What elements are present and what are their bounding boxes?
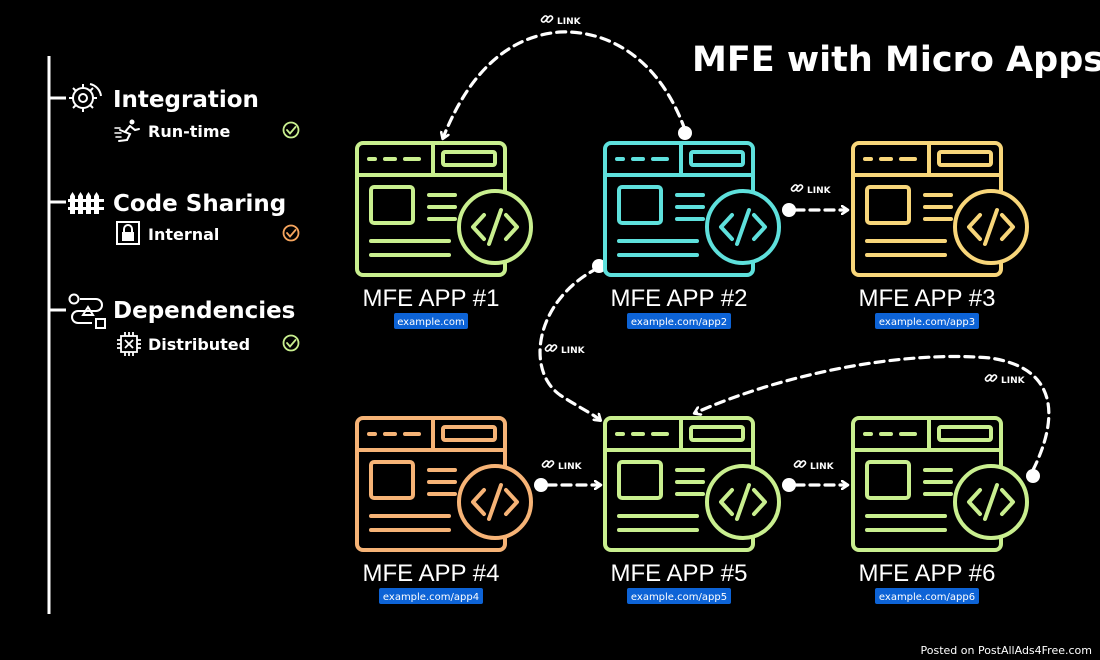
lock-icon [116, 221, 140, 245]
url-badge[interactable]: example.com/app2 [627, 313, 731, 329]
app-node: MFE APP #1 example.com [355, 141, 533, 329]
url-badge[interactable]: example.com/app4 [379, 588, 483, 604]
check-circle-icon [282, 224, 300, 242]
browser-window-icon [851, 416, 1003, 552]
link-label: LINK [793, 460, 835, 472]
page-title: MFE with Micro Apps [692, 40, 1100, 80]
footer-credit: Posted on PostAllAds4Free.com [920, 644, 1093, 657]
url-badge-bg [627, 313, 731, 329]
chain-link-icon [790, 184, 804, 192]
links [443, 30, 1051, 492]
app-nodes: MFE APP #1 example.com MFE APP #2 example.c… [355, 141, 1029, 604]
url-text: example.com/app5 [631, 592, 727, 603]
code-badge-icon [705, 464, 781, 540]
link-label-text: LINK [810, 462, 835, 472]
code-badge-icon [457, 464, 533, 540]
app-node: MFE APP #6 example.com/app6 [851, 416, 1029, 604]
link-label-text: LINK [1001, 376, 1026, 386]
url-badge-bg [875, 313, 979, 329]
section-sub-label: Internal [148, 225, 219, 244]
app-node: MFE APP #3 example.com/app3 [851, 141, 1029, 329]
url-badge-bg [379, 588, 483, 604]
check-circle-icon [282, 334, 300, 352]
url-badge[interactable]: example.com [394, 313, 468, 329]
section-sub-label: Distributed [148, 335, 250, 354]
sidebar-section-integration: Integration Run-time [69, 83, 300, 142]
shapes-flow-icon [68, 293, 106, 329]
section-sub-label: Run-time [148, 122, 231, 141]
sidebar-section-code-sharing: Code Sharing Internal [68, 191, 300, 245]
app-node: MFE APP #4 example.com/app4 [355, 416, 533, 604]
url-text: example.com [397, 317, 465, 328]
link-label-text: LINK [558, 462, 583, 472]
url-badge[interactable]: example.com/app3 [875, 313, 979, 329]
chain-link-icon [984, 374, 998, 382]
code-badge-icon [953, 189, 1029, 265]
url-badge-bg [627, 588, 731, 604]
link-app2-to-app5 [538, 259, 606, 420]
check-circle-icon [282, 121, 300, 139]
app-label: MFE APP #3 [859, 285, 996, 312]
chain-link-icon [540, 15, 554, 23]
app-node: MFE APP #5 example.com/app5 [603, 416, 781, 604]
url-text: example.com/app6 [879, 592, 975, 603]
link-app6-to-app5 [695, 354, 1051, 483]
link-label-text: LINK [561, 346, 586, 356]
link-app2-to-app3 [782, 203, 847, 217]
link-label-text: LINK [807, 186, 832, 196]
link-app4-to-app5 [534, 478, 600, 492]
sidebar-section-dependencies: Dependencies Distributed [68, 293, 300, 356]
chip-icon [117, 332, 141, 356]
section-heading: Integration [113, 87, 259, 113]
app-label: MFE APP #1 [363, 285, 500, 312]
url-text: example.com/app4 [383, 592, 479, 603]
gear-gauge-icon [69, 83, 102, 112]
chain-link-icon [544, 344, 558, 352]
url-badge-bg [394, 313, 468, 329]
browser-window-icon [603, 416, 755, 552]
link-app2-to-app1 [443, 30, 692, 140]
app-label: MFE APP #5 [611, 560, 748, 587]
link-label: LINK [544, 344, 586, 356]
app-label: MFE APP #4 [363, 560, 500, 587]
app-node: MFE APP #2 example.com/app2 [603, 141, 781, 329]
link-label-text: LINK [557, 17, 582, 27]
url-badge-bg [875, 588, 979, 604]
code-badge-icon [457, 189, 533, 265]
link-label: LINK [790, 184, 832, 196]
url-badge[interactable]: example.com/app5 [627, 588, 731, 604]
code-badge-icon [705, 189, 781, 265]
section-heading: Code Sharing [113, 191, 286, 217]
sidebar: Integration Run-time [47, 56, 300, 614]
url-badge[interactable]: example.com/app6 [875, 588, 979, 604]
link-app5-to-app6 [782, 478, 847, 492]
link-label: LINK [984, 374, 1026, 386]
url-text: example.com/app3 [879, 317, 975, 328]
browser-window-icon [355, 141, 507, 277]
app-label: MFE APP #2 [611, 285, 748, 312]
link-labels: LINK LINK LINK LINK [540, 15, 1026, 472]
link-label: LINK [540, 15, 582, 27]
chain-link-icon [541, 460, 555, 468]
code-badge-icon [953, 464, 1029, 540]
link-label: LINK [541, 460, 583, 472]
fence-icon [68, 192, 104, 214]
running-person-icon [114, 119, 140, 142]
app-label: MFE APP #6 [859, 560, 996, 587]
url-text: example.com/app2 [631, 317, 727, 328]
section-heading: Dependencies [113, 298, 295, 324]
chain-link-icon [793, 460, 807, 468]
